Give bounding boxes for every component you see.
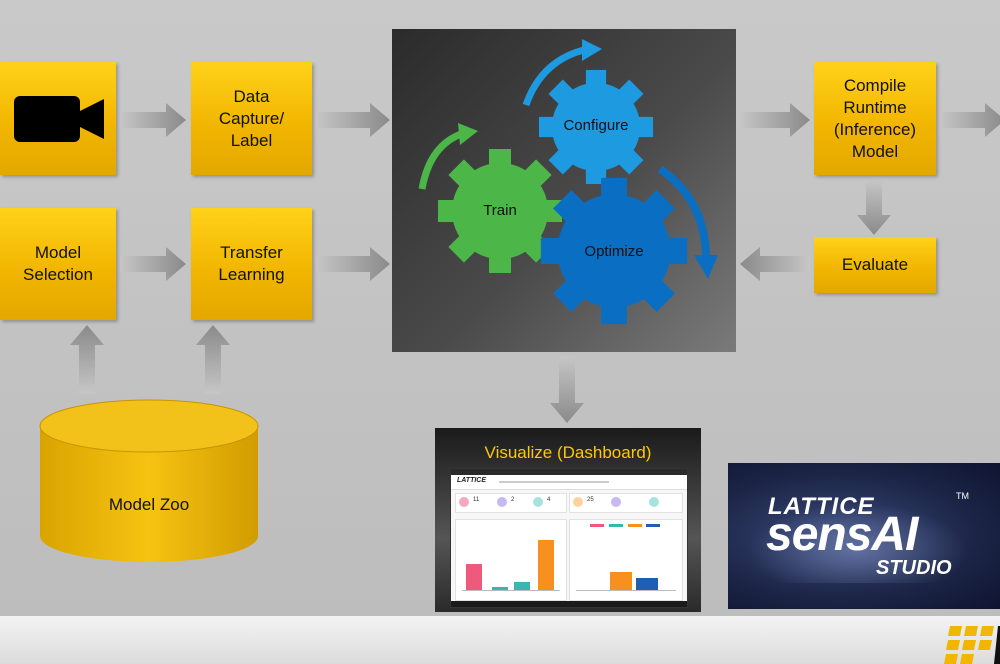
transfer-learning-box: Transfer Learning — [191, 208, 312, 320]
dashboard-chart-left — [455, 519, 567, 601]
arrow-selection-to-transfer — [120, 247, 186, 281]
chart-legend — [590, 524, 660, 527]
dashboard-title: Visualize (Dashboard) — [484, 443, 652, 462]
train-curve-arrow — [418, 129, 466, 190]
camera-box — [0, 62, 116, 175]
card-icon — [533, 497, 543, 507]
card-value: 2 — [511, 497, 515, 503]
training-panel: Configure Train Optimize — [392, 29, 736, 352]
slide-footer — [0, 616, 1000, 664]
flow-arrows — [70, 103, 1000, 423]
evaluate-box: Evaluate — [814, 237, 936, 293]
optimize-label: Optimize — [584, 243, 644, 260]
dashboard-header: LATTICE — [451, 475, 687, 490]
dashboard-top-bar — [451, 469, 687, 475]
arrow-compile-to-evaluate — [857, 180, 891, 235]
brand-glow — [748, 503, 968, 583]
train-label: Train — [483, 202, 517, 219]
bar-teal — [514, 582, 530, 590]
bar-teal — [492, 587, 508, 590]
configure-label: Configure — [563, 117, 629, 134]
video-camera-icon — [14, 95, 104, 142]
arrow-evaluate-to-panel — [740, 247, 810, 281]
model-zoo-label: Model Zoo — [108, 495, 190, 514]
dashboard-screenshot: LATTICE 11 2 4 25 — [450, 468, 688, 608]
bar-orange — [610, 572, 632, 590]
optimize-arrowhead — [694, 255, 718, 279]
card-icon — [611, 497, 621, 507]
brand-studio: STUDIO — [876, 557, 952, 579]
dashboard-tab-bar — [499, 481, 609, 483]
card-icon — [573, 497, 583, 507]
sensai-studio-brand: LATTICE sensAI TM STUDIO — [728, 463, 1000, 609]
transfer-learning-label: Transfer Learning — [218, 243, 285, 284]
arrow-panel-to-compile — [740, 103, 810, 137]
compile-box: Compile Runtime (Inference) Model — [814, 62, 936, 175]
bar-pink — [466, 564, 482, 590]
card-value: 25 — [587, 497, 594, 503]
data-capture-box: Data Capture/ Label — [191, 62, 312, 175]
compile-label: Compile Runtime (Inference) Model — [833, 75, 917, 161]
arrow-zoo-to-selection — [70, 325, 104, 394]
model-zoo-database — [39, 399, 259, 562]
bar-orange — [538, 540, 554, 590]
arrow-transfer-to-panel — [316, 247, 390, 281]
taskbar — [451, 601, 687, 607]
dashboard-chart-right — [569, 519, 683, 601]
arrow-compile-out — [940, 103, 1000, 137]
card-group-left — [455, 493, 567, 513]
configure-curve-arrow — [522, 45, 589, 107]
optimize-curve-arrow — [657, 165, 710, 256]
card-icon — [649, 497, 659, 507]
card-value: 4 — [547, 497, 551, 503]
arrow-camera-to-capture — [120, 103, 186, 137]
lattice-squares-logo — [944, 626, 1000, 664]
arrow-panel-to-dashboard — [550, 356, 584, 423]
brand-tm: TM — [956, 491, 969, 501]
card-icon — [459, 497, 469, 507]
train-arrowhead — [458, 123, 478, 145]
card-group-right — [569, 493, 683, 513]
chart-axis — [462, 590, 560, 591]
configure-arrowhead — [582, 39, 602, 61]
arrow-zoo-to-transfer — [196, 325, 230, 394]
dashboard-panel: Visualize (Dashboard) LATTICE 11 2 4 25 — [435, 428, 701, 612]
bar-blue — [636, 578, 658, 590]
dashboard-logo: LATTICE — [457, 477, 487, 484]
brand-sensai: sensAI — [766, 508, 918, 561]
model-selection-box: Model Selection — [0, 208, 116, 320]
card-value: 11 — [473, 497, 480, 503]
model-selection-label: Model Selection — [23, 243, 93, 284]
evaluate-label: Evaluate — [841, 255, 909, 274]
data-capture-label: Data Capture/ Label — [218, 86, 285, 150]
arrow-capture-to-panel — [316, 103, 390, 137]
card-icon — [497, 497, 507, 507]
brand-lattice: LATTICE — [768, 493, 875, 520]
dashboard-cards: 11 2 4 25 — [455, 493, 683, 513]
gears-graphic — [418, 39, 718, 325]
chart-axis — [576, 590, 676, 591]
